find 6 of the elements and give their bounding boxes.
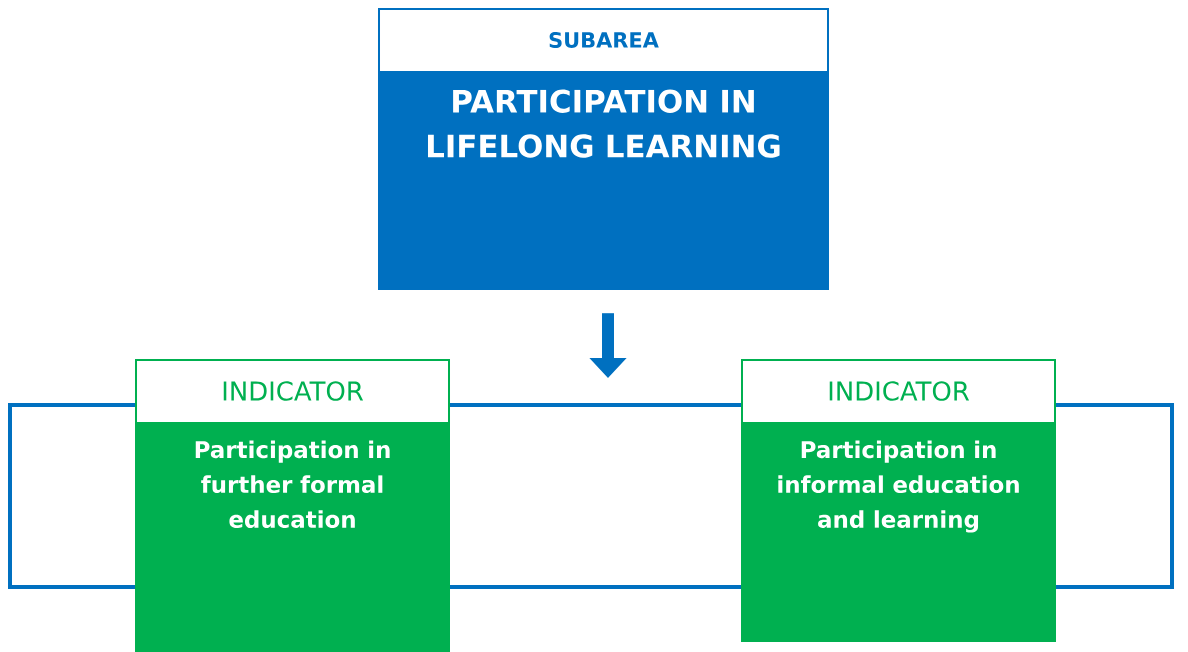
indicator-box: INDICATOR Participation in further formal education — [135, 359, 450, 652]
node-label: INDICATOR — [829, 381, 970, 401]
indicator-box: INDICATOR Participation in informal education and learning — [741, 359, 1056, 642]
node-label: SUBAREA — [549, 32, 659, 48]
subarea-box: SUBAREA PARTICIPATION IN LIFELONG LEARNING — [378, 8, 829, 290]
node-label: INDICATOR — [223, 381, 364, 401]
